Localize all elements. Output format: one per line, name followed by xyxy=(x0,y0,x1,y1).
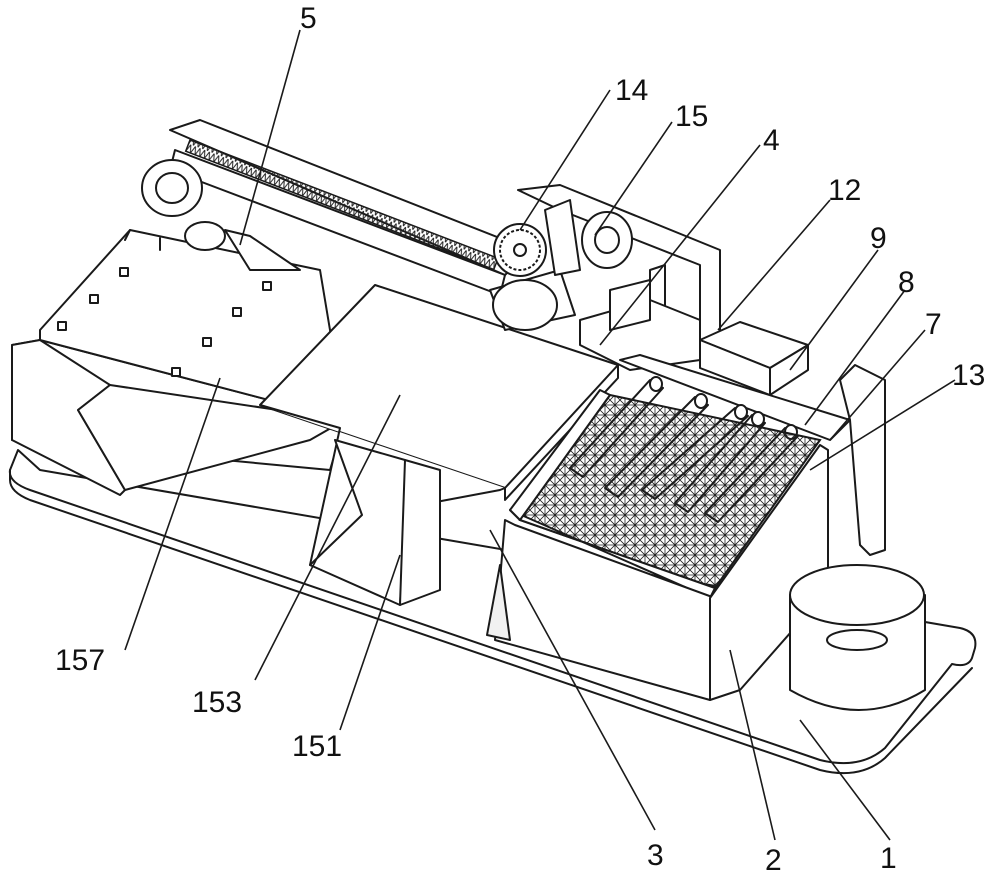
collection-box xyxy=(486,444,829,701)
cup xyxy=(789,564,926,711)
label-15: 15 xyxy=(675,100,708,133)
label-7: 7 xyxy=(925,308,942,341)
label-8: 8 xyxy=(898,266,915,299)
label-12: 12 xyxy=(828,174,861,207)
label-5: 5 xyxy=(300,2,317,35)
leader-lines xyxy=(124,29,956,841)
top-rail xyxy=(141,119,531,296)
label-14: 14 xyxy=(615,74,648,107)
right-wall xyxy=(619,354,886,556)
support-stand xyxy=(309,439,441,606)
label-1: 1 xyxy=(880,842,897,875)
label-4: 4 xyxy=(763,124,780,157)
label-13: 13 xyxy=(952,359,985,392)
label-2: 2 xyxy=(765,844,782,877)
label-157: 157 xyxy=(55,644,105,677)
slot-marks xyxy=(57,267,272,377)
label-153: 153 xyxy=(192,686,242,719)
mesh-tray xyxy=(509,389,822,599)
label-151: 151 xyxy=(292,730,342,763)
label-9: 9 xyxy=(870,222,887,255)
part-labels: 5 14 15 4 12 9 8 7 13 157 153 151 3 2 1 xyxy=(55,2,985,877)
label-3: 3 xyxy=(647,839,664,872)
vertical-slider xyxy=(579,264,701,371)
gear-assembly xyxy=(489,184,721,351)
